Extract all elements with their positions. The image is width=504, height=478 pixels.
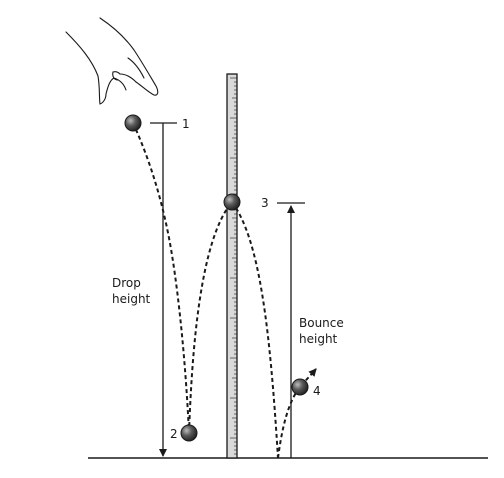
label-position-1: 1 — [182, 117, 190, 131]
drop-height-label-line2: height — [112, 292, 151, 306]
drop-height-label-line1: Drop — [112, 276, 141, 290]
bounce-arc — [188, 200, 279, 459]
bounce-continuation — [277, 368, 317, 459]
ball-trajectory — [132, 122, 190, 434]
label-position-4: 4 — [313, 384, 321, 398]
ball-position-3 — [223, 193, 241, 211]
bounce-height-label-line1: Bounce — [299, 316, 344, 330]
ball-position-1 — [124, 114, 142, 132]
ball-position-2 — [180, 424, 198, 442]
ruler-ticks — [230, 77, 237, 455]
label-position-3: 3 — [261, 196, 269, 210]
ruler — [226, 73, 238, 459]
hand-icon — [65, 17, 159, 105]
label-position-2: 2 — [170, 427, 178, 441]
bounce-height-label-line2: height — [299, 332, 338, 346]
ball-position-4 — [291, 378, 309, 396]
